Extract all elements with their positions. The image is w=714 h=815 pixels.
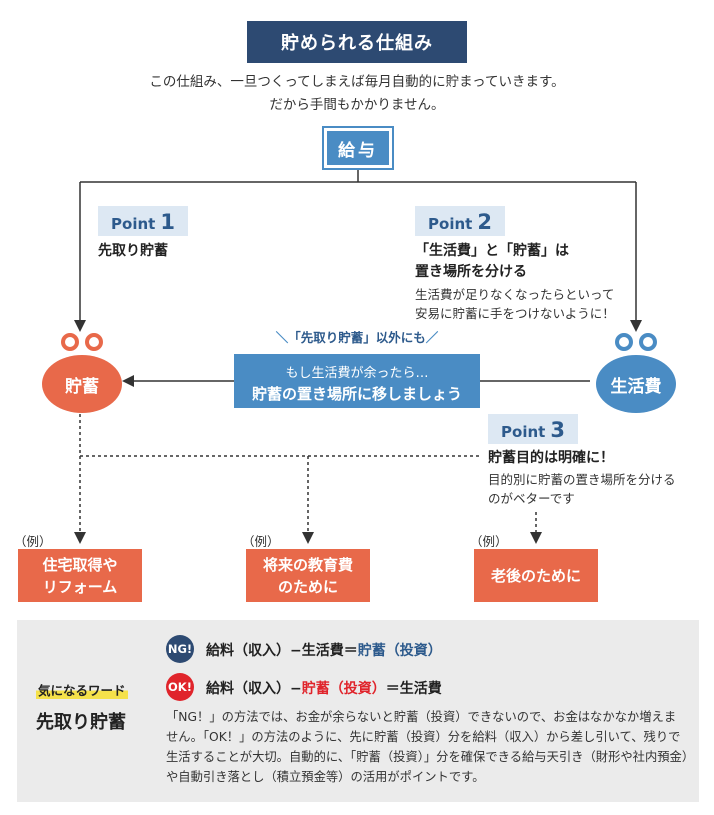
point1-heading: 先取り貯蓄 xyxy=(98,243,168,259)
example-3-line-1: 老後のために xyxy=(490,566,581,585)
point3-number: 3 xyxy=(550,418,565,442)
example-2-line-2: のために xyxy=(277,577,338,596)
example-2-box: 将来の教育費 のために xyxy=(246,549,370,602)
example-1-line-2: リフォーム xyxy=(42,577,118,596)
keyword-explanation: 「NG！」の方法では、お金が余らないと貯蓄（投資）できないので、お金はなかなか増… xyxy=(166,710,688,784)
point2-heading-2: 置き場所を分ける xyxy=(415,264,527,280)
example-1-box: 住宅取得や リフォーム xyxy=(18,549,142,602)
point3-body-2: のがベターです xyxy=(488,491,575,506)
keyword-label: 気になるワード xyxy=(36,680,128,699)
living-purse-icon xyxy=(596,333,676,413)
point2-tag-text: Point xyxy=(428,215,473,233)
ng-formula-b: 貯蓄（投資） xyxy=(357,643,442,659)
ok-badge: OK! xyxy=(166,673,194,701)
ng-badge: NG! xyxy=(166,635,194,663)
example-1-line-1: 住宅取得や xyxy=(42,555,118,574)
move-line-2: 貯蓄の置き場所に移しましょう xyxy=(251,385,462,403)
point2-heading-1: 「生活費」と「貯蓄」は xyxy=(415,243,569,259)
move-line-1: もし生活費が余ったら… xyxy=(285,366,429,381)
example-1-label: （例） xyxy=(14,534,52,549)
point3-heading: 貯蓄目的は明確に！ xyxy=(488,450,614,466)
move-box: もし生活費が余ったら… 貯蓄の置き場所に移しましょう xyxy=(234,354,480,408)
point1-tag-text: Point xyxy=(111,215,156,233)
ok-formula-a: 給料（収入）− xyxy=(206,681,302,697)
ng-formula-a: 給料（収入）−生活費＝ xyxy=(206,643,358,659)
note-slash-left: ＼ xyxy=(275,330,289,345)
point2-number: 2 xyxy=(477,210,492,234)
move-note-text: 「先取り貯蓄」以外にも xyxy=(288,330,426,345)
note-slash-right: ／ xyxy=(425,330,439,345)
example-3-box: 老後のために xyxy=(474,549,598,602)
page-title: 貯められる仕組み xyxy=(247,21,467,63)
point2-body-1: 生活費が足りなくなったらといって xyxy=(415,287,615,302)
intro-line-2: だから手間もかかりません。 xyxy=(269,97,445,113)
example-2-line-1: 将来の教育費 xyxy=(262,555,353,574)
point3-tag-text: Point xyxy=(501,423,546,441)
point3-body-1: 目的別に貯蓄の置き場所を分ける xyxy=(488,472,676,487)
ok-formula-c: ＝生活費 xyxy=(385,681,442,697)
example-2-label: （例） xyxy=(242,534,280,549)
savings-purse-icon xyxy=(42,333,122,413)
example-3-label: （例） xyxy=(470,534,508,549)
point2-body-2: 安易に貯蓄に手をつけないように！ xyxy=(415,306,615,321)
keyword-title: 先取り貯蓄 xyxy=(36,712,126,733)
ok-formula: 給料（収入）−貯蓄（投資）＝生活費 xyxy=(206,678,442,698)
living-node-label: 生活費 xyxy=(610,377,662,397)
keyword-panel xyxy=(17,620,699,802)
intro-line-1: この仕組み、一旦つくってしまえば毎月自動的に貯まっていきます。 xyxy=(149,74,565,90)
salary-node: 給与 xyxy=(322,126,394,170)
ok-formula-b: 貯蓄（投資） xyxy=(301,681,386,697)
ng-formula: 給料（収入）−生活費＝貯蓄（投資） xyxy=(206,640,442,660)
point1-number: 1 xyxy=(160,210,175,234)
move-note: ＼「先取り貯蓄」以外にも／ xyxy=(262,327,452,346)
salary-label: 給与 xyxy=(327,131,389,165)
savings-node-label: 貯蓄 xyxy=(65,377,99,397)
